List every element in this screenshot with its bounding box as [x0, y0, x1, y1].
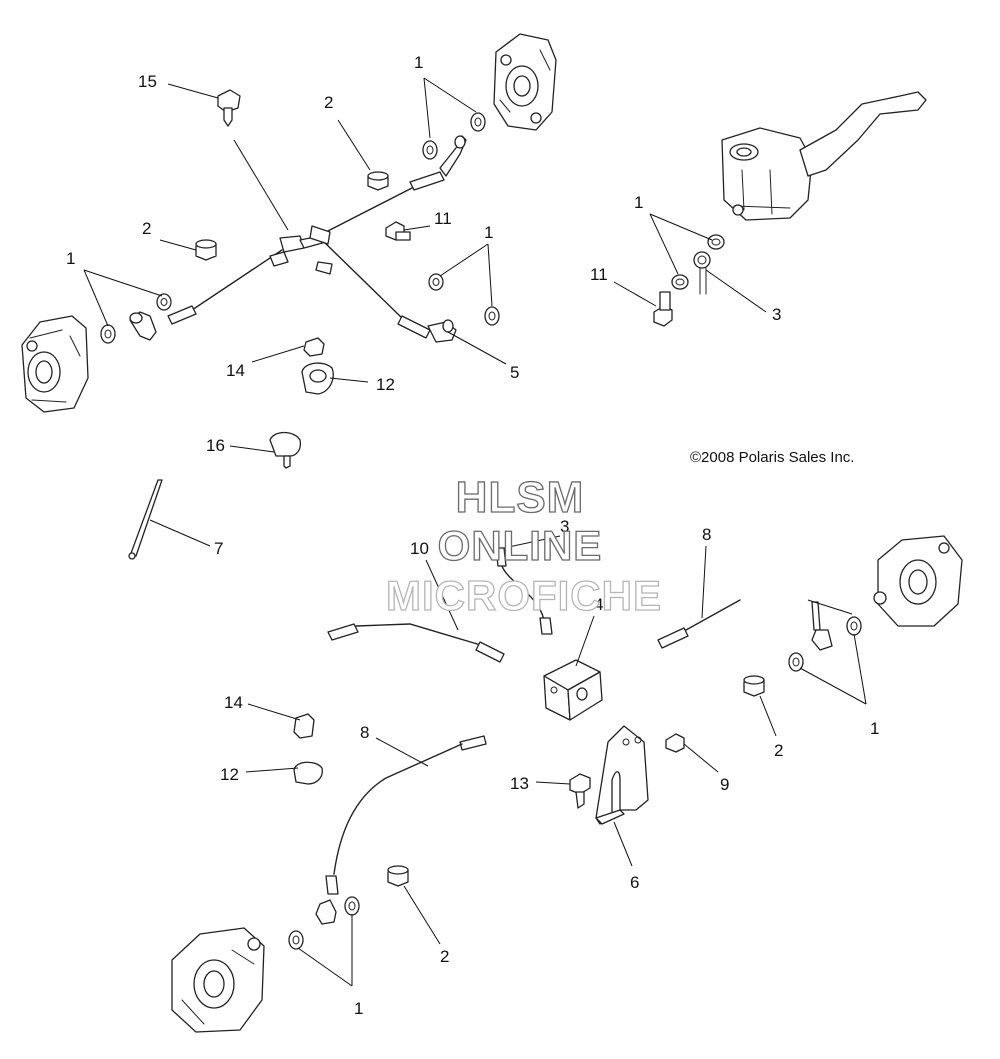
- callout-2: 2: [142, 219, 151, 238]
- callout-12: 12: [220, 765, 239, 784]
- callout-13: 13: [510, 774, 529, 793]
- banjo-fitting-lower-right: [811, 601, 833, 651]
- callout-11: 11: [590, 265, 608, 284]
- callout-10: 10: [410, 539, 429, 558]
- callout-1: 1: [66, 249, 75, 268]
- callout-7: 7: [214, 539, 223, 558]
- watermark: HLSM ONLINE MICROFICHE: [385, 472, 662, 619]
- clip-14-upper: [303, 337, 325, 357]
- callout-11: 11: [434, 209, 452, 228]
- callout-labels: 1 15 2 11 1 2 1 1 11 3 5 14 12 16 7 3 10…: [66, 53, 879, 1018]
- callout-1: 1: [484, 223, 493, 242]
- rear-left-caliper: [171, 927, 265, 1033]
- callout-14: 14: [224, 693, 243, 712]
- tee-fitting: [269, 225, 333, 275]
- rear-right-caliper: [873, 535, 963, 627]
- watermark-line-1: HLSM: [456, 473, 585, 522]
- brake-line-10: [327, 623, 505, 663]
- brake-line-3-lower: [495, 547, 553, 635]
- bolt-9: [665, 733, 685, 753]
- callout-1: 1: [634, 193, 643, 212]
- watermark-line-2: ONLINE: [438, 522, 603, 569]
- washers-lower: [288, 616, 862, 950]
- rear-brake-line: [321, 239, 457, 343]
- callout-1: 1: [354, 999, 363, 1018]
- callout-1: 1: [414, 53, 423, 72]
- master-cylinder-lever: [721, 91, 927, 221]
- callout-14: 14: [226, 361, 245, 380]
- callout-2: 2: [440, 947, 449, 966]
- callout-9: 9: [720, 775, 729, 794]
- callout-8: 8: [702, 525, 711, 544]
- leader-lines: [83, 77, 867, 987]
- callout-16: 16: [206, 436, 225, 455]
- brake-line-8-right: [657, 599, 741, 649]
- banjo-fitting-3-upper: [693, 251, 711, 295]
- bolt-15: [217, 89, 241, 127]
- callout-5: 5: [510, 363, 519, 382]
- callout-4: 4: [594, 595, 603, 614]
- front-left-caliper: [21, 315, 89, 413]
- clamp-12-upper: [301, 362, 334, 395]
- front-brake-line-right: [321, 135, 467, 235]
- banjo-bolt-lower-2a: [743, 675, 765, 697]
- watermark-line-3: MICROFICHE: [386, 572, 662, 619]
- callout-6: 6: [630, 873, 639, 892]
- clip-14-lower: [293, 713, 315, 739]
- distribution-block-4: [543, 659, 603, 721]
- bolt-13: [569, 773, 591, 809]
- brake-line-8-lower: [315, 735, 487, 925]
- bolt-11-right: [653, 291, 673, 327]
- banjo-bolt-lower-2b: [387, 865, 409, 887]
- cable-tie-7: [128, 479, 163, 560]
- washers-upper: [100, 112, 725, 344]
- clamp-16: [269, 431, 302, 469]
- callout-15: 15: [138, 72, 157, 91]
- callout-3: 3: [772, 305, 781, 324]
- bracket-6: [595, 725, 649, 825]
- banjo-bolt-upper-2b: [195, 239, 217, 261]
- callout-1: 1: [870, 719, 879, 738]
- callout-3: 3: [560, 517, 569, 536]
- copyright-notice: ©2008 Polaris Sales Inc.: [690, 449, 854, 466]
- callout-2: 2: [324, 93, 333, 112]
- banjo-bolt-upper-2a: [367, 171, 389, 191]
- front-brake-line-left: [129, 249, 283, 341]
- callout-8: 8: [360, 723, 369, 742]
- front-right-caliper: [493, 33, 557, 131]
- clamp-12-lower: [293, 761, 323, 785]
- callout-2: 2: [774, 741, 783, 760]
- callout-12: 12: [376, 375, 395, 394]
- bolt-11-upper: [385, 221, 411, 241]
